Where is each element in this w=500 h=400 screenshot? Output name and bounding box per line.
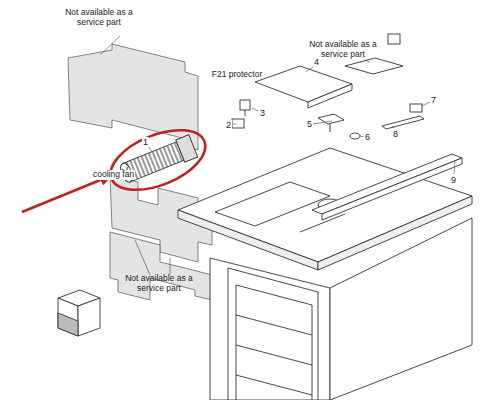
callout-number: 4 [313, 57, 320, 67]
part-name: F21 protector [200, 70, 274, 80]
small-parts [232, 34, 424, 139]
highlight-arrow [22, 176, 110, 212]
part-note: Not available as a service part [122, 274, 196, 294]
leader-lines [100, 36, 455, 275]
callout-number: 3 [259, 108, 266, 118]
callout-number: 1 [142, 137, 149, 147]
callout-number: 9 [450, 175, 457, 185]
locator-icon [58, 290, 100, 336]
part-name: cooling fan [92, 170, 135, 180]
callout-number: 8 [392, 129, 399, 139]
callout-number: 7 [430, 95, 437, 105]
top-plate [178, 148, 472, 270]
part-bar [312, 154, 462, 220]
callout-number: 6 [364, 132, 371, 142]
panels [68, 44, 212, 300]
highlight-circle [102, 118, 213, 202]
part-note: Not available as a service part [62, 8, 136, 28]
callout-number: 2 [225, 120, 232, 130]
callout-number: 5 [306, 119, 313, 129]
